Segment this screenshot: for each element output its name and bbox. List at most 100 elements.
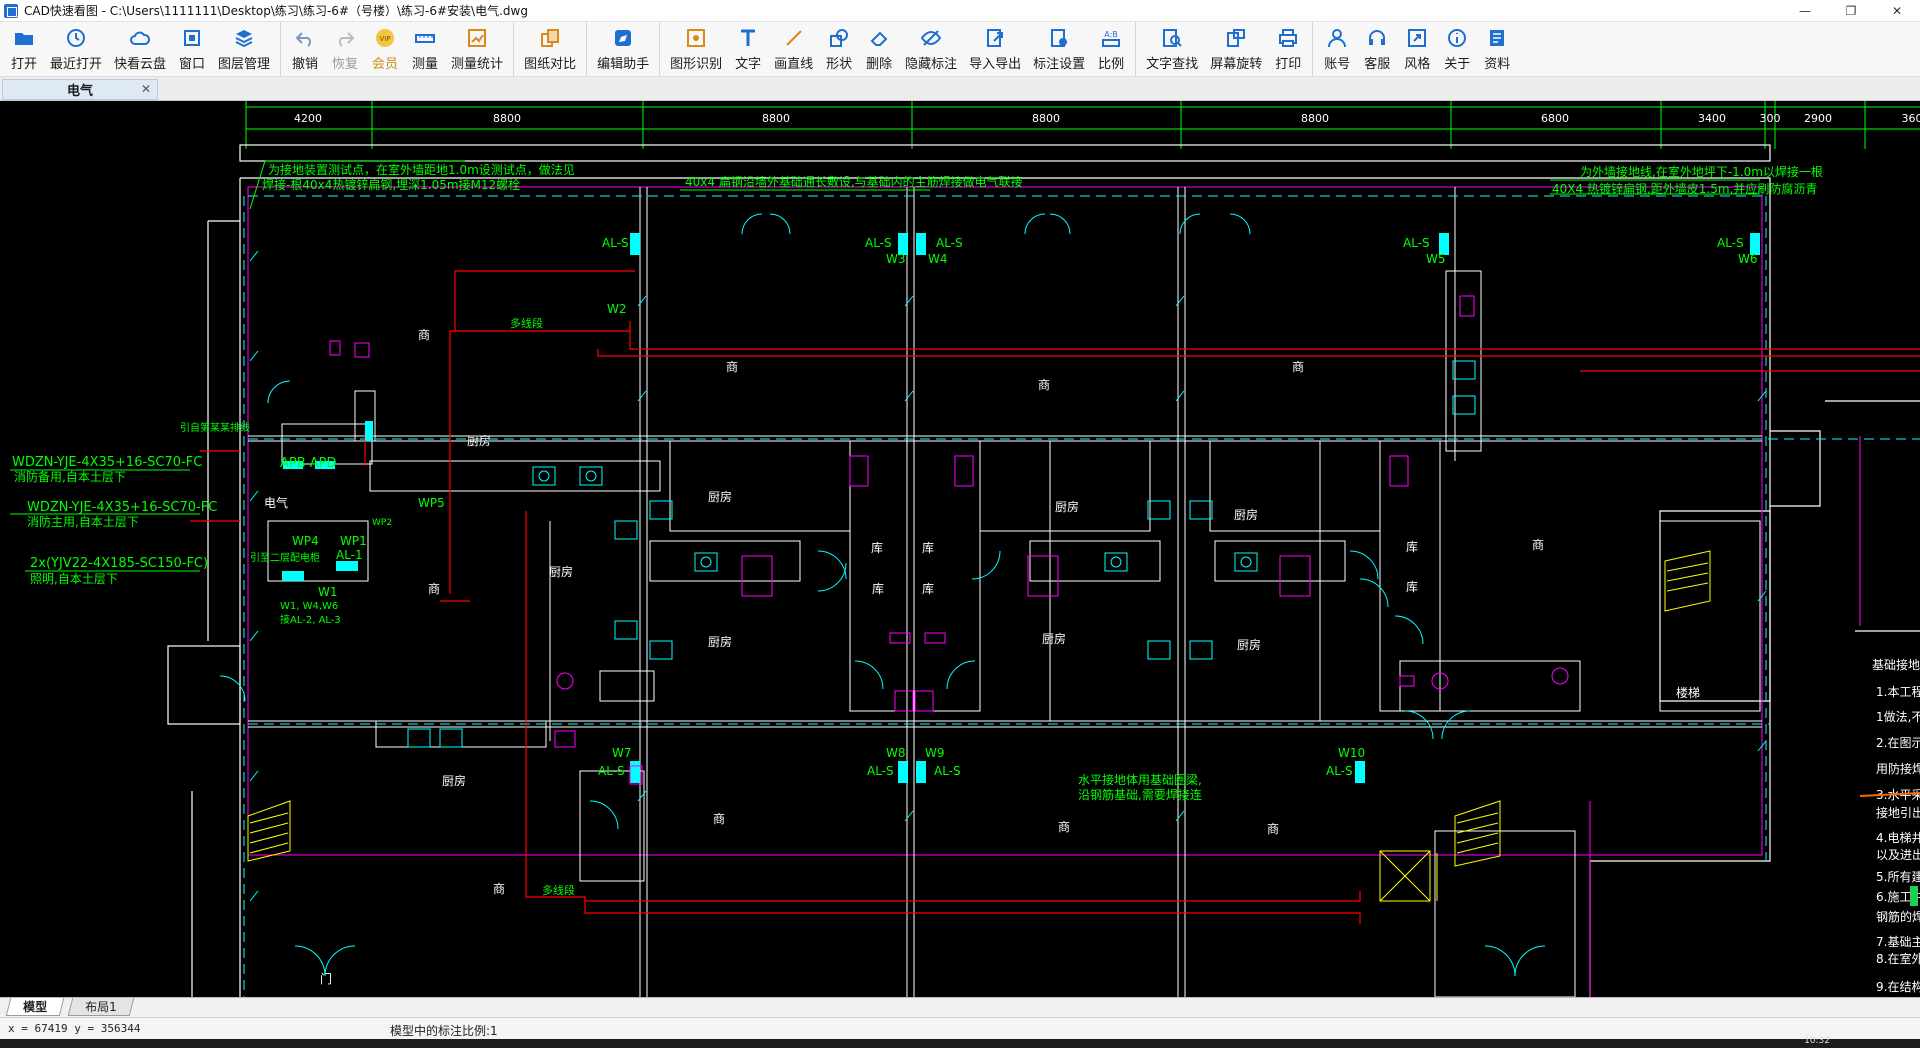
- about-button[interactable]: 关于: [1437, 22, 1477, 76]
- tab-layout1[interactable]: 布局1: [67, 998, 134, 1016]
- room-label: 库: [922, 540, 934, 555]
- document-tab-label: 电气: [66, 84, 93, 99]
- main-toolbar: 打开 最近打开 快看云盘 窗口 图层管理 撤销 恢复 VIP 会员: [0, 22, 1920, 77]
- cloud-label: 快看云盘: [114, 56, 167, 72]
- room-label: 库: [922, 581, 934, 596]
- circuit-id: W2: [607, 302, 627, 316]
- legend-line: 6.施工中: [1876, 889, 1920, 904]
- floor-plan-drawing[interactable]: 4200 8800 8800 8800 8800 6800 3400 300 2…: [0, 101, 1920, 997]
- delete-button[interactable]: 删除: [859, 22, 899, 76]
- room-label: 门: [320, 971, 332, 986]
- legend-line: 2.在图示: [1876, 736, 1920, 750]
- annotation-leader-lines: [10, 160, 1760, 572]
- shape-icon: [830, 28, 849, 47]
- panel-label: AL-S: [934, 764, 961, 778]
- bus-note: 引至二层配电柜: [250, 551, 320, 564]
- dim-text: 8800: [762, 112, 790, 125]
- resources-button[interactable]: 资料: [1477, 22, 1517, 76]
- cable-note-3: 照明,自本土层下: [30, 572, 118, 586]
- scale-button[interactable]: A:B 比例: [1091, 22, 1131, 76]
- os-taskbar-edge: 10:32: [0, 1036, 1920, 1048]
- annotation-scale-text: 模型中的标注比例:1: [390, 1024, 498, 1038]
- compare-icon: [541, 28, 560, 47]
- user-icon: [1328, 28, 1347, 47]
- building-outline: [167, 144, 1920, 997]
- dim-text: 2900: [1804, 112, 1832, 125]
- shape-label: 形状: [826, 56, 853, 72]
- room-label: 厨房: [708, 634, 732, 649]
- print-button[interactable]: 打印: [1268, 22, 1308, 76]
- circuit-id: W10: [1338, 746, 1365, 760]
- minimize-button[interactable]: —: [1799, 4, 1811, 18]
- support-button[interactable]: 客服: [1357, 22, 1397, 76]
- scale-ratio-icon: A:B: [1102, 30, 1121, 47]
- legend-line: 以及进出线: [1876, 848, 1920, 862]
- measure-button[interactable]: 测量: [405, 22, 445, 76]
- tab-model-label: 模型: [23, 1000, 48, 1014]
- room-label: 厨房: [1234, 507, 1258, 522]
- print-label: 打印: [1275, 56, 1302, 72]
- maximize-button[interactable]: ❐: [1845, 4, 1857, 18]
- layers-button[interactable]: 图层管理: [212, 22, 276, 76]
- window-button[interactable]: 窗口: [172, 22, 212, 76]
- panel-label: AL-S: [867, 764, 894, 778]
- circuit-id: W7: [612, 746, 632, 760]
- vip-button[interactable]: VIP 会员: [365, 22, 405, 76]
- cursor-coordinates: x = 67419 y = 356344: [8, 1022, 141, 1035]
- text-button[interactable]: 文字: [728, 22, 768, 76]
- al-note-2: 接AL-2, AL-3: [280, 613, 341, 626]
- rotate-button[interactable]: 屏幕旋转: [1204, 22, 1268, 76]
- recent-label: 最近打开: [50, 56, 103, 72]
- edit-assist-label: 编辑助手: [597, 56, 650, 72]
- style-button[interactable]: 风格: [1397, 22, 1437, 76]
- folder-open-icon: [15, 32, 33, 45]
- hide-annot-button[interactable]: 隐藏标注: [899, 22, 963, 76]
- import-export-button[interactable]: 导入导出: [963, 22, 1027, 76]
- measure-stats-label: 测量统计: [451, 56, 504, 72]
- recent-button[interactable]: 最近打开: [44, 22, 108, 76]
- text-search-label: 文字查找: [1146, 56, 1199, 72]
- polyline-label-2: 多线段: [542, 883, 575, 897]
- panel-label: AL-S: [1326, 764, 1353, 778]
- title-bar: CAD快速看图 - C:\Users\1111111\Desktop\练习\练习…: [0, 0, 1920, 22]
- document-tab-bar: 电气 ✕: [0, 77, 1920, 101]
- circuit-id: WP1: [340, 534, 367, 548]
- document-tab[interactable]: 电气 ✕: [2, 79, 158, 100]
- cloud-button[interactable]: 快看云盘: [108, 22, 172, 76]
- grounding-lines: [243, 195, 1920, 997]
- interior-walls: [248, 187, 1762, 997]
- circuit-id: W9: [925, 746, 945, 760]
- cable-note-1: 消防备用,自本土层下: [14, 469, 126, 484]
- account-button[interactable]: 账号: [1317, 22, 1357, 76]
- open-button[interactable]: 打开: [4, 22, 44, 76]
- layers-label: 图层管理: [218, 56, 271, 72]
- line-button[interactable]: 画直线: [768, 22, 819, 76]
- measure-stats-button[interactable]: 测量统计: [445, 22, 509, 76]
- room-label: 厨房: [708, 489, 732, 504]
- edit-assist-button[interactable]: 编辑助手: [591, 22, 655, 76]
- tab-model[interactable]: 模型: [5, 998, 65, 1016]
- toolbar-group-assist: 编辑助手: [587, 22, 661, 76]
- room-label: 库: [872, 581, 884, 596]
- tab-close-icon[interactable]: ✕: [140, 82, 151, 96]
- window-label: 窗口: [179, 56, 206, 72]
- shape-recog-button[interactable]: 图形识别: [664, 22, 728, 76]
- text-search-button[interactable]: 文字查找: [1140, 22, 1204, 76]
- shape-button[interactable]: 形状: [819, 22, 859, 76]
- feeder-note: 引自第某某排线: [180, 421, 250, 434]
- dimension-lines: [245, 101, 1920, 149]
- grounding-note-4: 为外墙接地线,在室外地坪下-1.0m以焊接一根: [1580, 164, 1823, 179]
- circuit-id: WP5: [418, 496, 445, 510]
- measure-label: 测量: [412, 56, 439, 72]
- dim-text: 6800: [1541, 112, 1569, 125]
- circuit-wiring: [190, 270, 1920, 924]
- redo-button[interactable]: 恢复: [325, 22, 365, 76]
- compare-button[interactable]: 图纸对比: [518, 22, 582, 76]
- undo-button[interactable]: 撤销: [285, 22, 325, 76]
- annot-settings-button[interactable]: 标注设置: [1027, 22, 1091, 76]
- grounding-note-3: 40x4 扁钢沿墙外基础通长敷设,与基础内的主筋焊接做电气联接: [685, 174, 1023, 189]
- drawing-canvas[interactable]: 4200 8800 8800 8800 8800 6800 3400 300 2…: [0, 101, 1920, 997]
- close-button[interactable]: ✕: [1891, 4, 1903, 18]
- legend-line: 1做法,不足: [1876, 709, 1920, 724]
- room-label: 库: [871, 540, 883, 555]
